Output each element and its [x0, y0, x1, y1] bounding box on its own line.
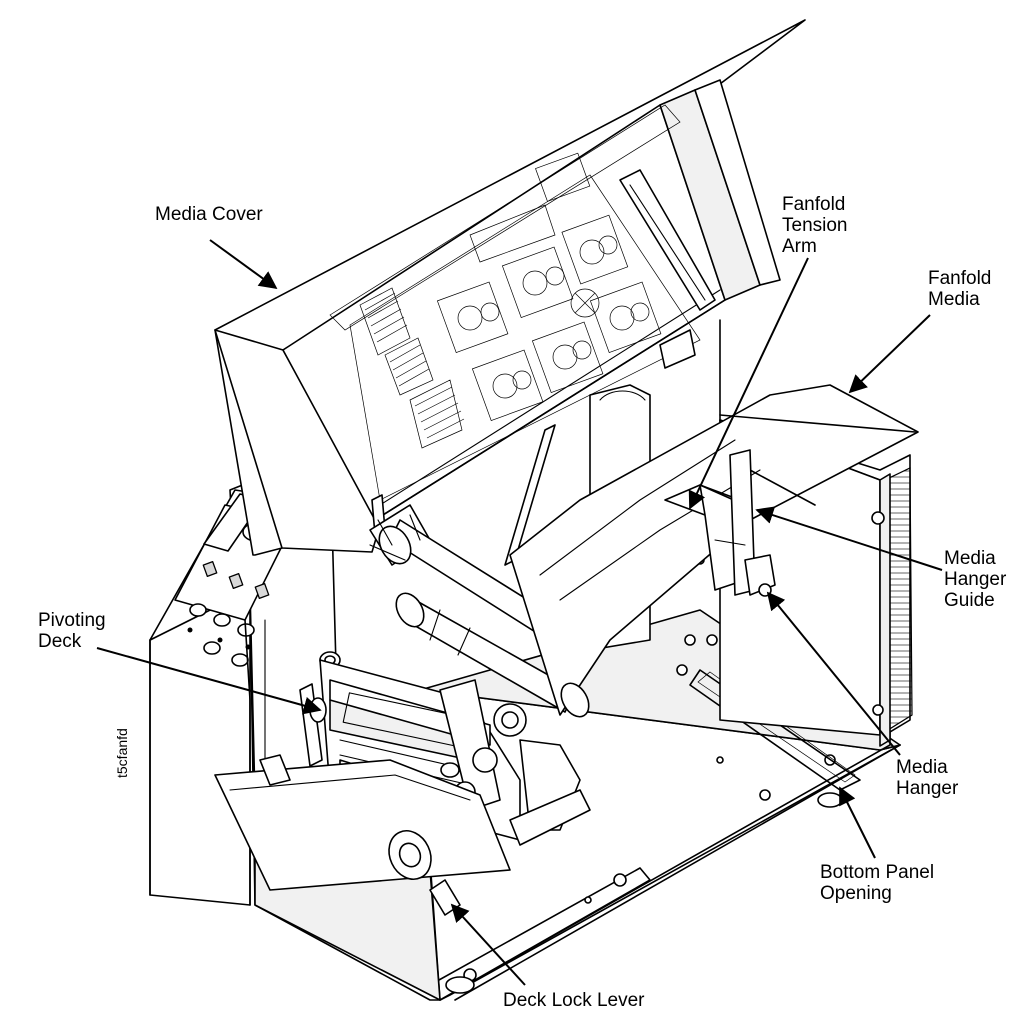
arrow-bottom-panel-opening	[839, 786, 876, 859]
label-deck-lock-lever: Deck Lock Lever	[503, 990, 645, 1011]
arrow-media-hanger	[766, 591, 901, 756]
label-fanfold-media: Fanfold Media	[928, 268, 992, 310]
leader-lines	[96, 239, 943, 986]
media-cover	[214, 19, 806, 556]
label-bottom-panel-opening: Bottom Panel Opening	[820, 862, 935, 904]
media-hanger-assembly	[664, 449, 776, 597]
label-pivoting-deck: Pivoting Deck	[38, 610, 106, 652]
arrow-media-cover	[209, 239, 278, 290]
label-media-hanger-guide: Media Hanger Guide	[944, 548, 1007, 611]
arrow-deck-lock-lever	[450, 903, 526, 986]
arrow-pivoting-deck	[96, 647, 322, 715]
arrow-fanfold-tension-arm	[688, 257, 809, 510]
cover-label-panels	[359, 152, 662, 449]
figure-code: t5cfanfd	[114, 728, 130, 778]
arrow-media-hanger-guide	[755, 506, 943, 571]
label-fanfold-tension-arm: Fanfold Tension Arm	[782, 194, 848, 257]
label-media-hanger: Media Hanger	[896, 757, 959, 799]
label-media-cover: Media Cover	[155, 204, 263, 225]
arrow-fanfold-media	[848, 314, 931, 394]
